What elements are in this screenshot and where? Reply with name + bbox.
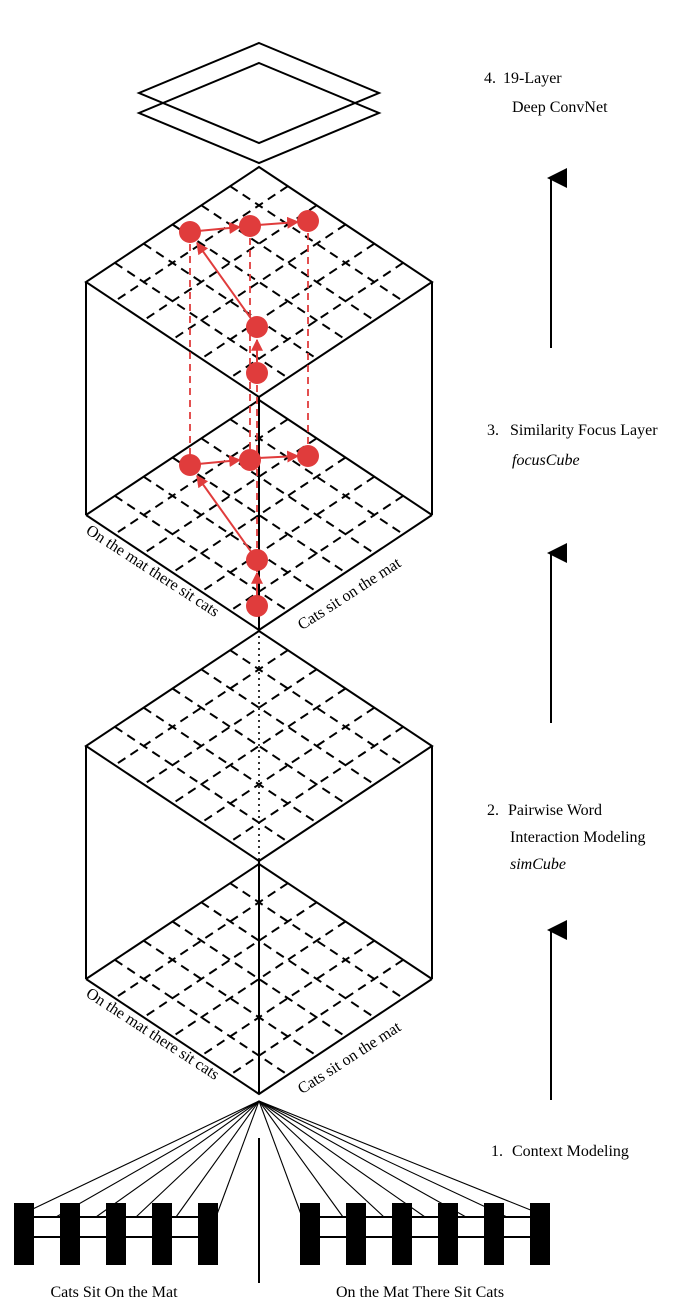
word-block — [530, 1203, 550, 1265]
convnet-plane-back — [136, 41, 382, 145]
context-fan-line — [15, 1100, 260, 1218]
context-fan-line — [258, 1100, 303, 1218]
word-block — [14, 1203, 34, 1265]
context-fan-line — [175, 1100, 260, 1218]
focus-arrow — [196, 475, 258, 561]
step-1-number: 1. — [491, 1143, 503, 1160]
right-sentence-label: On the Mat There Sit Cats — [336, 1284, 504, 1301]
step-3-label: 3. Similarity Focus Layer focusCube — [487, 422, 658, 469]
step-1-line-1: Context Modeling — [512, 1143, 629, 1160]
context-fan-line — [55, 1100, 260, 1218]
grid-line — [171, 920, 347, 1038]
word-block — [106, 1203, 126, 1265]
focus-highlight-paths — [179, 210, 319, 617]
step-2-line-2: Interaction Modeling — [510, 829, 646, 846]
context-fan-line — [258, 1100, 508, 1218]
step-4-label: 4. 19-Layer Deep ConvNet — [484, 70, 608, 116]
grid-line — [171, 920, 347, 1038]
context-fan-line — [135, 1100, 260, 1218]
context-fan-line — [95, 1100, 260, 1218]
grid-line — [171, 223, 347, 341]
step-4-line-2: Deep ConvNet — [512, 99, 608, 116]
step-4-line-1: 19-Layer — [503, 70, 562, 87]
context-fan-lines — [15, 1100, 549, 1218]
focus-arrow — [257, 450, 300, 463]
word-block — [484, 1203, 504, 1265]
left-sentence-encoder — [14, 1203, 218, 1265]
word-block — [198, 1203, 218, 1265]
grid-line — [171, 687, 347, 805]
grid-line — [114, 262, 289, 379]
step-3-number: 3. — [487, 422, 499, 439]
grid-line — [171, 687, 347, 805]
focus-node — [179, 454, 201, 476]
step-2-component: simCube — [510, 856, 566, 873]
left-sentence-label: Cats Sit On the Mat — [50, 1284, 178, 1301]
context-fan-line — [258, 1100, 549, 1218]
grid-line — [200, 901, 375, 1019]
word-block — [392, 1203, 412, 1265]
focus-node — [297, 445, 319, 467]
focus-cube-left-axis-label: On the mat there sit cats — [83, 522, 222, 621]
convnet-layer-stack — [136, 41, 382, 165]
step-1-label: 1. Context Modeling — [491, 1143, 629, 1160]
word-block — [300, 1203, 320, 1265]
context-fan-line — [215, 1100, 260, 1218]
step-4-number: 4. — [484, 70, 496, 87]
sim-cube — [84, 629, 434, 1096]
grid-line — [143, 668, 318, 786]
right-sentence-encoder — [300, 1203, 550, 1265]
word-block — [438, 1203, 458, 1265]
word-block — [60, 1203, 80, 1265]
focus-arrow — [257, 216, 300, 229]
convnet-plane-front — [136, 61, 382, 165]
step-2-number: 2. — [487, 802, 499, 819]
context-fan-line — [258, 1100, 426, 1218]
focus-node — [246, 549, 268, 571]
grid-line — [143, 901, 318, 1019]
grid-line — [171, 456, 347, 574]
focus-node — [239, 215, 261, 237]
context-fan-line — [258, 1100, 385, 1218]
focus-arrow — [197, 222, 242, 234]
step-2-line-1: Pairwise Word — [508, 802, 602, 819]
focus-node — [179, 221, 201, 243]
context-fan-line — [258, 1100, 344, 1218]
step-3-component: focusCube — [512, 452, 580, 469]
word-block — [152, 1203, 172, 1265]
step-3-line-1: Similarity Focus Layer — [510, 422, 658, 439]
context-fan-line — [258, 1100, 467, 1218]
focus-node — [246, 316, 268, 338]
focus-arrow — [197, 455, 242, 467]
focus-node — [239, 449, 261, 471]
focus-node — [297, 210, 319, 232]
focus-arrow — [196, 242, 258, 328]
focus-node — [246, 595, 268, 617]
focus-node — [246, 362, 268, 384]
step-2-label: 2. Pairwise Word Interaction Modeling si… — [487, 802, 646, 873]
word-block — [346, 1203, 366, 1265]
grid-line — [200, 668, 375, 786]
sim-cube-left-axis-label: On the mat there sit cats — [83, 985, 222, 1084]
